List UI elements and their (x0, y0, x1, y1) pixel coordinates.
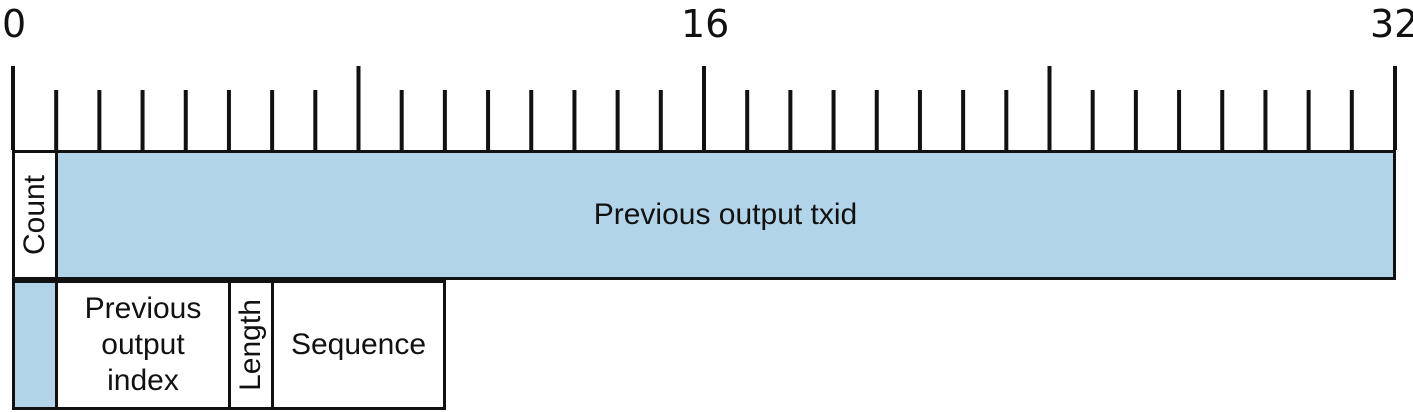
field-sequence: Sequence (271, 280, 446, 410)
ruler-label-start: 0 (2, 2, 27, 46)
ruler-label-mid: 16 (681, 2, 730, 46)
field-length-label: Length (234, 299, 268, 391)
field-previous-output-index: Previous output index (55, 280, 231, 410)
field-count: Count (12, 150, 58, 280)
ruler-label-end: 32 (1370, 2, 1413, 46)
field-count-label: Count (18, 174, 51, 256)
field-previous-output-txid: Previous output txid (55, 150, 1396, 280)
field-sequence-label: Sequence (290, 328, 427, 361)
field-previous-output-txid-label: Previous output txid (593, 198, 858, 231)
field-length: Length (228, 280, 274, 410)
field-previous-output-index-label: Previous output index (84, 292, 202, 397)
field-txid-continuation (12, 280, 58, 410)
